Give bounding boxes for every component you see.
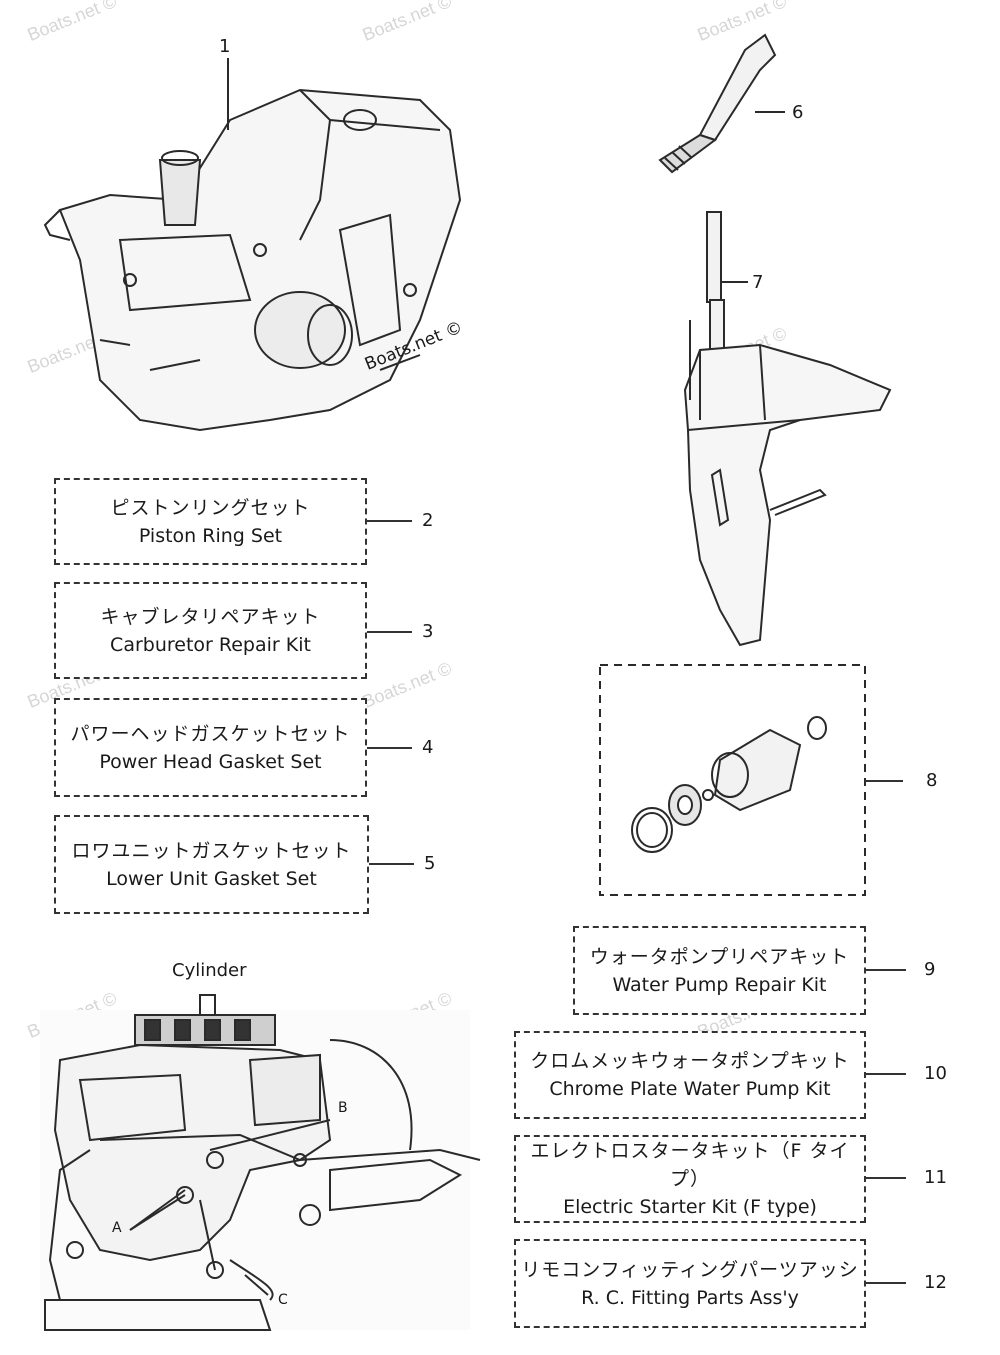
water-pump-drawing	[631, 716, 827, 853]
kit-box-carburetor-repair-kit: キャブレタリペアキット Carburetor Repair Kit	[54, 582, 367, 679]
kit-en-label: Electric Starter Kit (F type)	[563, 1196, 817, 1218]
kit-box-chrome-plate-water-pump-kit: クロムメッキウォータポンプキット Chrome Plate Water Pump…	[514, 1031, 866, 1119]
kit-box-piston-ring-set: ピストンリングセット Piston Ring Set	[54, 478, 367, 565]
kit-en-label: Lower Unit Gasket Set	[106, 867, 317, 890]
shift-handle-drawing	[658, 33, 785, 174]
kit-jp-label: エレクトロスタータキット（F タイプ）	[530, 1140, 850, 1190]
kit-box-lower-unit-gasket-set: ロワユニットガスケットセット Lower Unit Gasket Set	[54, 815, 369, 914]
leader-line-8	[865, 780, 903, 782]
kit-box-rc-fitting-parts-assy: リモコンフィッティングパーツアッシ R. C. Fitting Parts As…	[514, 1239, 866, 1328]
leader-line-3	[367, 631, 412, 633]
callout-12: 12	[924, 1272, 947, 1293]
kit-jp-label: リモコンフィッティングパーツアッシ	[521, 1258, 859, 1281]
kit-en-label: Power Head Gasket Set	[99, 750, 322, 773]
callout-2: 2	[422, 510, 434, 531]
lower-unit-drawing	[683, 211, 892, 647]
leader-line-5	[369, 863, 414, 865]
leader-line-10	[866, 1073, 906, 1075]
cylinder-label-b: B	[338, 1100, 348, 1116]
callout-1: 1	[219, 36, 231, 57]
kit-en-label: Water Pump Repair Kit	[612, 973, 827, 996]
callout-4: 4	[422, 737, 434, 758]
cylinder-label-a: A	[112, 1220, 122, 1236]
cylinder-title: Cylinder	[172, 960, 247, 981]
callout-5: 5	[424, 853, 436, 874]
callout-11: 11	[924, 1167, 947, 1188]
kit-en-label: Piston Ring Set	[138, 524, 283, 547]
kit-jp-label: キャブレタリペアキット	[100, 605, 321, 628]
leader-line-11	[866, 1177, 906, 1179]
cylinder-section-drawing	[40, 994, 481, 1331]
callout-3: 3	[422, 621, 434, 642]
callout-7: 7	[752, 272, 764, 293]
kit-en-label: Chrome Plate Water Pump Kit	[549, 1078, 831, 1100]
callout-9: 9	[924, 959, 936, 980]
callout-6: 6	[792, 102, 804, 123]
cylinder-label-c: C	[278, 1292, 288, 1308]
kit-jp-label: ピストンリングセット	[110, 496, 311, 519]
kit-jp-label: ロワユニットガスケットセット	[71, 839, 352, 862]
power-head-drawing	[43, 88, 462, 432]
kit-jp-label: パワーヘッドガスケットセット	[70, 722, 351, 745]
leader-line-9	[866, 969, 906, 971]
leader-line-2	[367, 520, 412, 522]
kit-en-label: R. C. Fitting Parts Ass'y	[581, 1286, 799, 1309]
callout-10: 10	[924, 1063, 947, 1084]
kit-box-water-pump-repair-kit: ウォータポンプリペアキット Water Pump Repair Kit	[573, 926, 866, 1015]
kit-jp-label: ウォータポンプリペアキット	[589, 945, 850, 968]
kit-jp-label: クロムメッキウォータポンプキット	[530, 1050, 850, 1072]
callout-8: 8	[926, 770, 938, 791]
leader-line-12	[866, 1282, 906, 1284]
kit-box-electric-starter-kit: エレクトロスタータキット（F タイプ） Electric Starter Kit…	[514, 1135, 866, 1223]
leader-line-4	[367, 747, 412, 749]
kit-box-power-head-gasket-set: パワーヘッドガスケットセット Power Head Gasket Set	[54, 698, 367, 797]
kit-en-label: Carburetor Repair Kit	[110, 633, 311, 656]
